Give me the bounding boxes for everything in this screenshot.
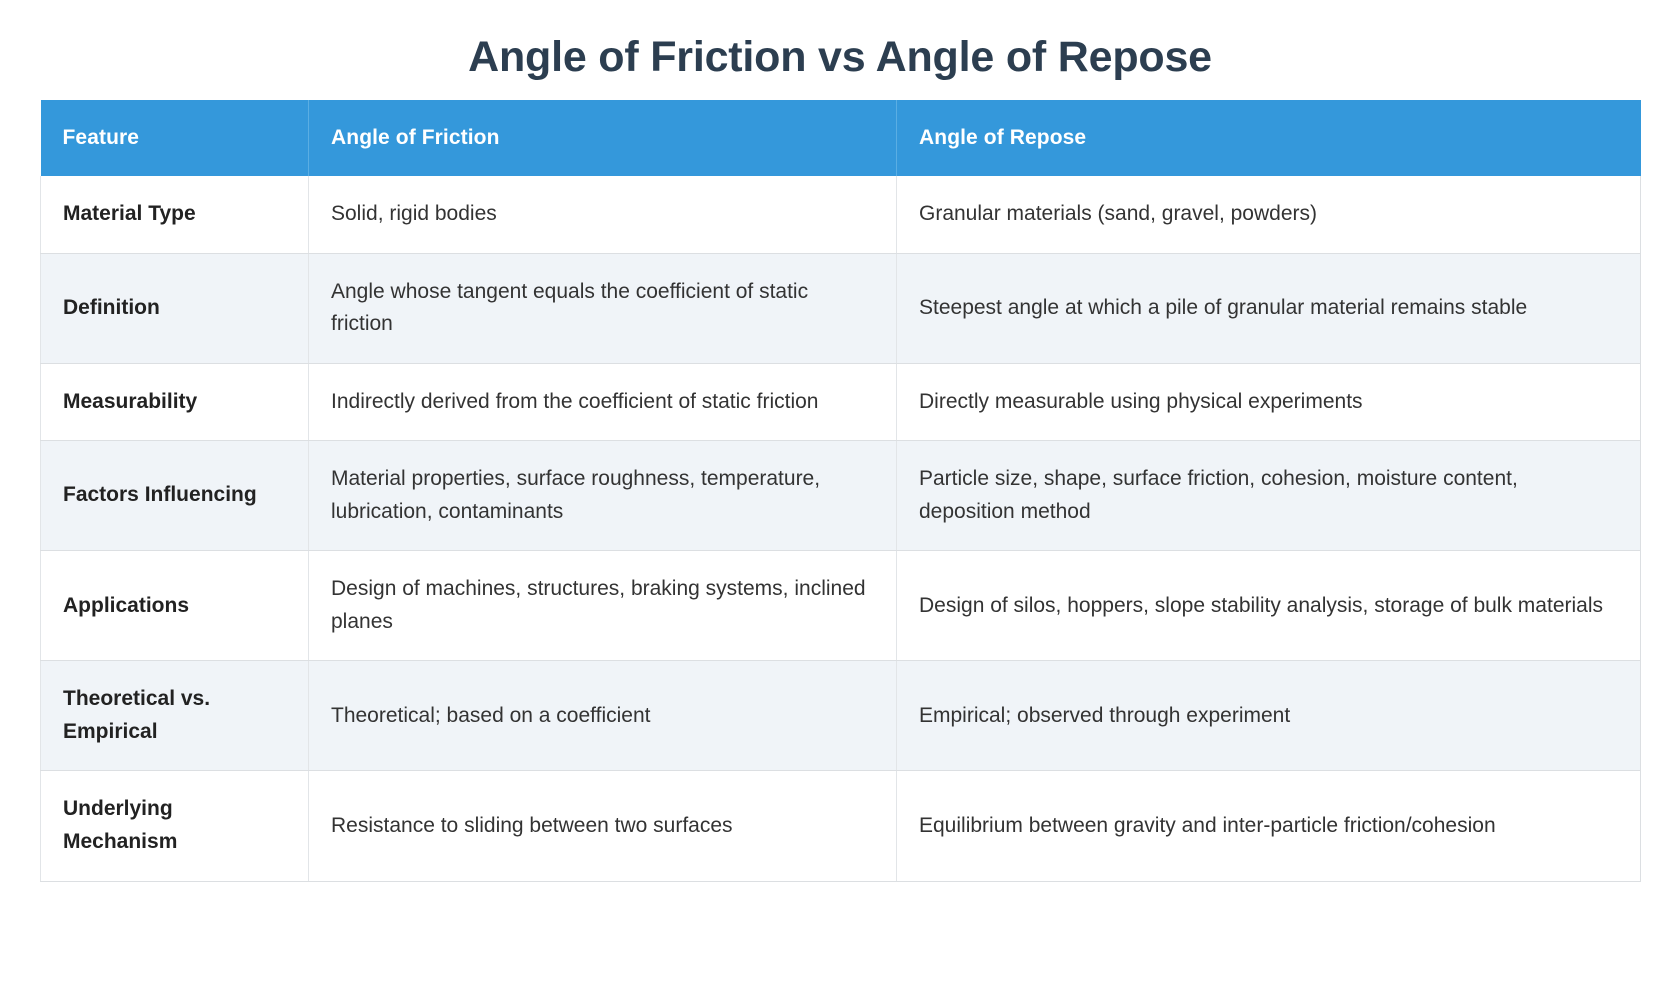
cell-angle-of-repose: Equilibrium between gravity and inter-pa… xyxy=(896,770,1641,882)
table-body: Material Type Solid, rigid bodies Granul… xyxy=(40,176,1641,882)
cell-angle-of-repose: Steepest angle at which a pile of granul… xyxy=(896,253,1641,364)
cell-angle-of-friction: Solid, rigid bodies xyxy=(308,176,897,254)
cell-angle-of-friction: Material properties, surface roughness, … xyxy=(308,440,897,552)
comparison-table: Feature Angle of Friction Angle of Repos… xyxy=(40,100,1641,882)
cell-angle-of-friction: Resistance to sliding between two surfac… xyxy=(308,770,897,882)
cell-feature: Definition xyxy=(40,253,309,364)
column-header-feature: Feature xyxy=(40,100,309,176)
cell-feature: Material Type xyxy=(40,176,309,254)
comparison-table-wrapper: Feature Angle of Friction Angle of Repos… xyxy=(40,100,1641,882)
cell-angle-of-repose: Directly measurable using physical exper… xyxy=(896,363,1641,442)
table-row: Definition Angle whose tangent equals th… xyxy=(40,253,1641,364)
table-row: Material Type Solid, rigid bodies Granul… xyxy=(40,176,1641,254)
cell-angle-of-friction: Indirectly derived from the coefficient … xyxy=(308,363,897,442)
column-header-angle-of-repose: Angle of Repose xyxy=(896,100,1641,176)
table-row: Theoretical vs. Empirical Theoretical; b… xyxy=(40,660,1641,772)
cell-angle-of-repose: Empirical; observed through experiment xyxy=(896,660,1641,772)
cell-feature: Applications xyxy=(40,550,309,662)
cell-angle-of-repose: Particle size, shape, surface friction, … xyxy=(896,440,1641,552)
table-row: Factors Influencing Material properties,… xyxy=(40,440,1641,552)
column-header-angle-of-friction: Angle of Friction xyxy=(308,100,897,176)
table-header-row: Feature Angle of Friction Angle of Repos… xyxy=(40,100,1641,176)
cell-angle-of-friction: Angle whose tangent equals the coefficie… xyxy=(308,253,897,364)
table-header: Feature Angle of Friction Angle of Repos… xyxy=(40,100,1641,176)
cell-angle-of-friction: Theoretical; based on a coefficient xyxy=(308,660,897,772)
cell-feature: Measurability xyxy=(40,363,309,442)
cell-angle-of-repose: Design of silos, hoppers, slope stabilit… xyxy=(896,550,1641,662)
table-row: Underlying Mechanism Resistance to slidi… xyxy=(40,770,1641,882)
cell-feature: Factors Influencing xyxy=(40,440,309,552)
page-title: Angle of Friction vs Angle of Repose xyxy=(468,33,1212,81)
cell-angle-of-friction: Design of machines, structures, braking … xyxy=(308,550,897,662)
cell-angle-of-repose: Granular materials (sand, gravel, powder… xyxy=(896,176,1641,254)
cell-feature: Underlying Mechanism xyxy=(40,770,309,882)
table-row: Applications Design of machines, structu… xyxy=(40,550,1641,662)
cell-feature: Theoretical vs. Empirical xyxy=(40,660,309,772)
table-row: Measurability Indirectly derived from th… xyxy=(40,363,1641,442)
